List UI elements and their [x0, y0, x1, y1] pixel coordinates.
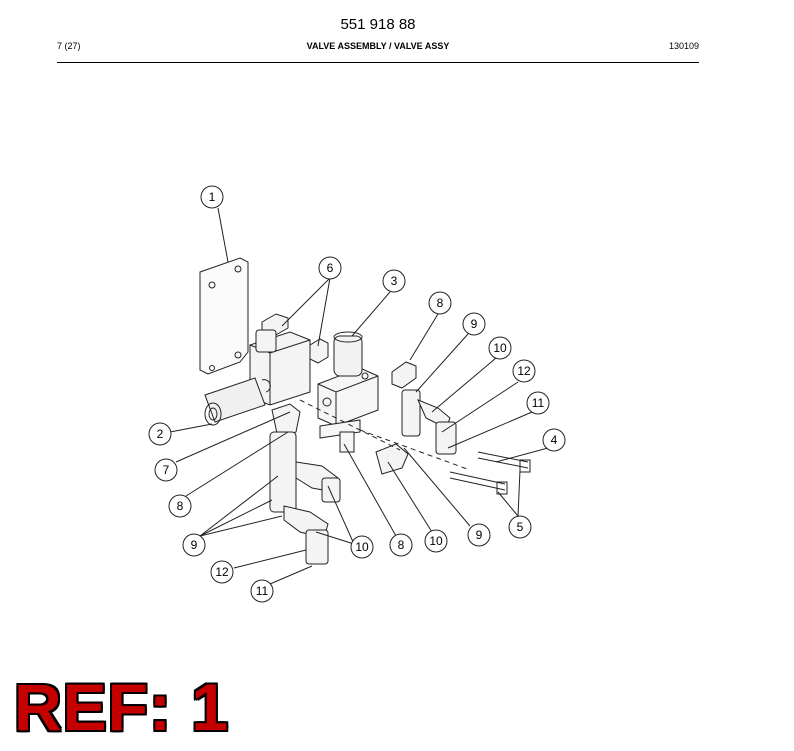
- svg-text:9: 9: [471, 317, 478, 331]
- svg-text:8: 8: [437, 296, 444, 310]
- callout-4: 4: [542, 428, 566, 452]
- page-ref: 7 (27): [57, 41, 81, 51]
- callout-8: 8: [389, 533, 413, 557]
- svg-text:4: 4: [551, 433, 558, 447]
- svg-text:10: 10: [493, 341, 507, 355]
- svg-text:1: 1: [209, 190, 216, 204]
- svg-text:12: 12: [517, 364, 531, 378]
- callout-12: 12: [512, 359, 536, 383]
- callout-1: 1: [200, 185, 224, 209]
- callout-12: 12: [210, 560, 234, 584]
- svg-text:9: 9: [191, 538, 198, 552]
- callout-3: 3: [382, 269, 406, 293]
- svg-text:10: 10: [429, 534, 443, 548]
- callout-11: 11: [526, 391, 550, 415]
- callout-5: 5: [508, 515, 532, 539]
- callout-9: 9: [462, 312, 486, 336]
- callout-9: 9: [467, 523, 491, 547]
- svg-text:8: 8: [177, 499, 184, 513]
- svg-text:8: 8: [398, 538, 405, 552]
- callout-8: 8: [428, 291, 452, 315]
- callout-9: 9: [182, 533, 206, 557]
- header-rule: [57, 62, 699, 63]
- callout-8: 8: [168, 494, 192, 518]
- callout-7: 7: [154, 458, 178, 482]
- svg-text:9: 9: [476, 528, 483, 542]
- svg-text:3: 3: [391, 274, 398, 288]
- svg-text:2: 2: [157, 427, 164, 441]
- callout-10: 10: [350, 535, 374, 559]
- svg-text:11: 11: [256, 584, 269, 598]
- callout-6: 6: [318, 256, 342, 280]
- svg-text:7: 7: [163, 463, 170, 477]
- svg-text:6: 6: [327, 261, 334, 275]
- callout-2: 2: [148, 422, 172, 446]
- assembly-drawing: [199, 257, 531, 565]
- svg-text:11: 11: [532, 396, 545, 410]
- callout-10: 10: [488, 336, 512, 360]
- doc-number: 551 918 88: [340, 16, 416, 33]
- callout-group: 1 6 3 8 9 10 12 11 4 2 7 8 9 10 8 10 9 5…: [148, 185, 566, 603]
- doc-title: VALVE ASSEMBLY / VALVE ASSY: [306, 41, 450, 51]
- svg-text:5: 5: [517, 520, 524, 534]
- leader-lines: [169, 207, 549, 585]
- callout-11: 11: [250, 579, 274, 603]
- svg-text:10: 10: [355, 540, 369, 554]
- date-code: 130109: [668, 41, 699, 51]
- svg-text:12: 12: [215, 565, 229, 579]
- callout-10: 10: [424, 529, 448, 553]
- ref-stamp: REF: 1: [14, 670, 230, 744]
